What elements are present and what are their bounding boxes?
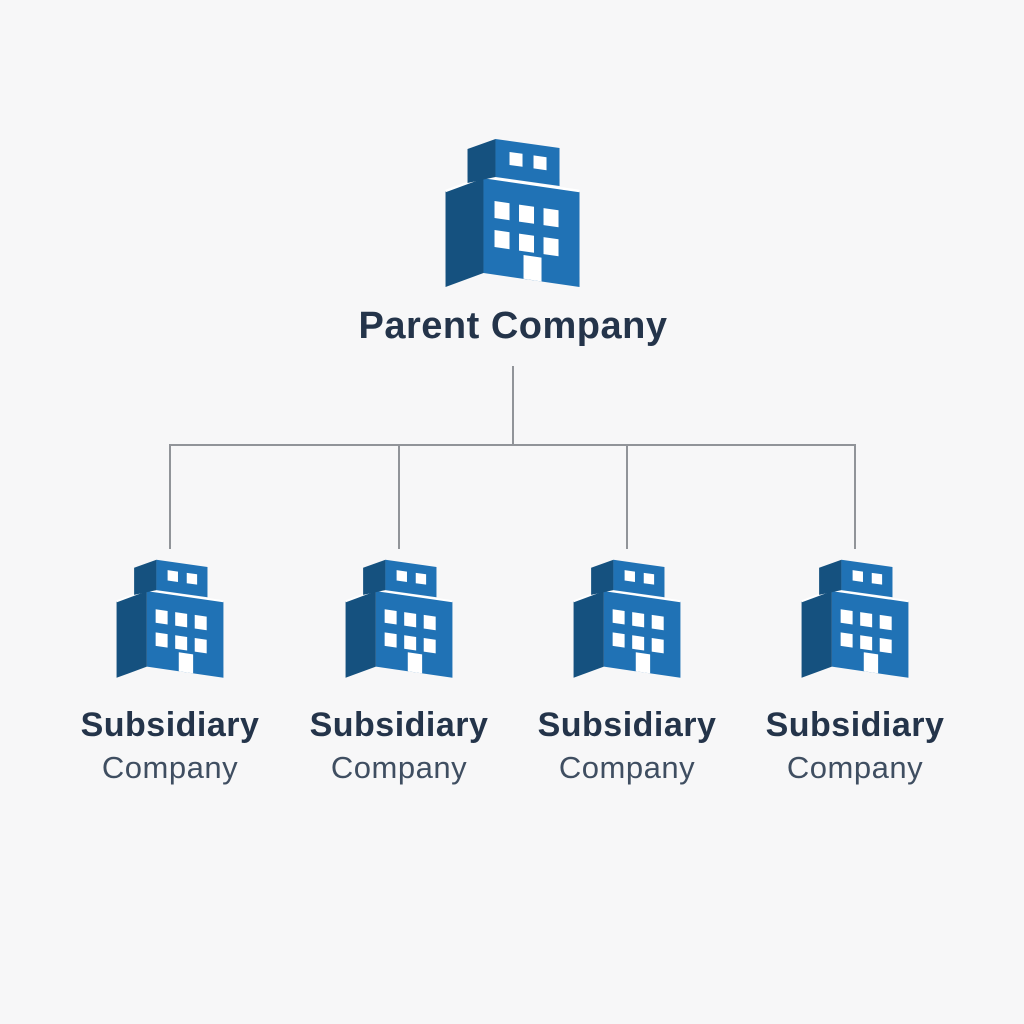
building-icon xyxy=(344,558,454,679)
subsidiary-subtitle: Company xyxy=(786,750,924,785)
subsidiary-node: Subsidiary Company xyxy=(45,555,295,787)
subsidiary-node: Subsidiary Company xyxy=(274,555,524,787)
subsidiary-name: Subsidiary xyxy=(309,706,489,744)
building-icon xyxy=(115,558,225,679)
subsidiary-node: Subsidiary Company xyxy=(502,555,752,787)
building-icon xyxy=(572,558,682,679)
subsidiary-name: Subsidiary xyxy=(80,706,260,744)
building-icon xyxy=(800,558,910,679)
building-icon xyxy=(444,137,582,289)
parent-label: Parent Company xyxy=(358,305,668,347)
subsidiary-subtitle: Company xyxy=(101,750,239,785)
subsidiary-subtitle: Company xyxy=(558,750,696,785)
subsidiary-name: Subsidiary xyxy=(537,706,717,744)
subsidiary-node: Subsidiary Company xyxy=(730,555,980,787)
subsidiary-subtitle: Company xyxy=(330,750,468,785)
subsidiary-name: Subsidiary xyxy=(765,706,945,744)
parent-node: Parent Company xyxy=(359,133,668,348)
